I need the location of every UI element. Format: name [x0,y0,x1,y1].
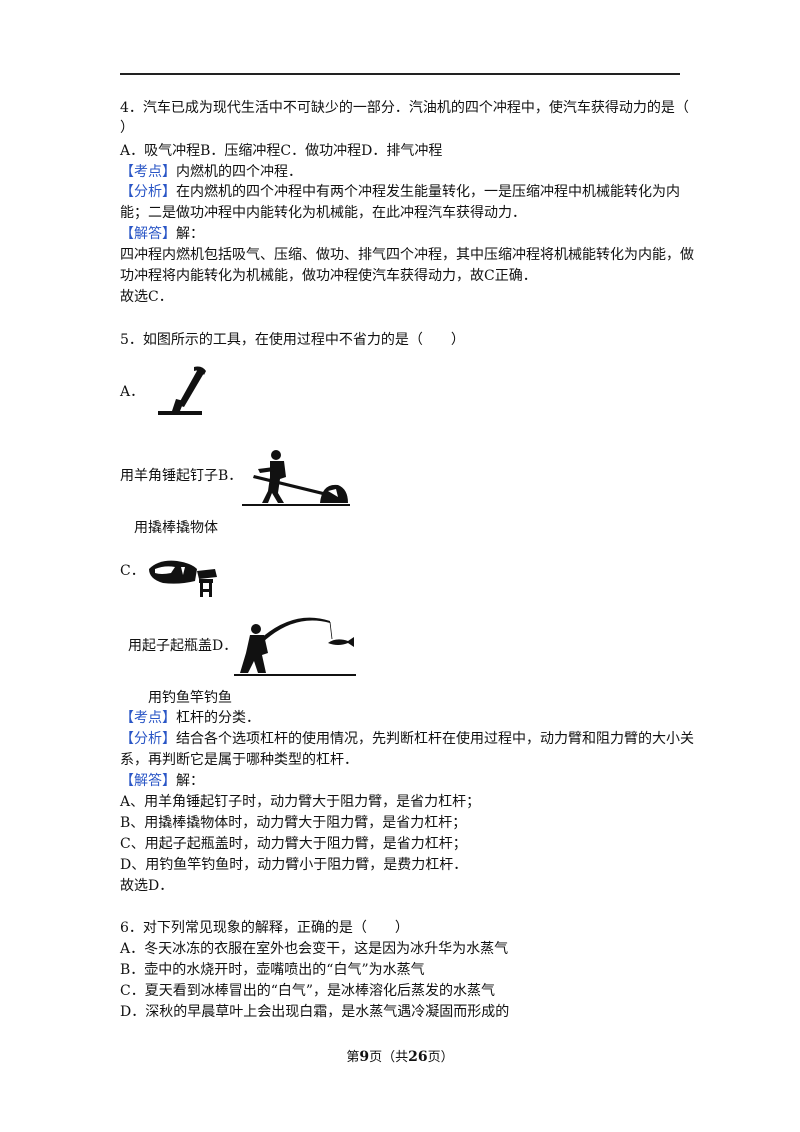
q6-option-d: D．深秋的早晨草叶上会出现白霜，是水蒸气遇冷凝固而形成的 [120,1004,510,1020]
header-rule [120,73,680,75]
hammer-image [158,366,206,415]
fenxi-tag: 【分析】 [120,731,176,747]
q5-option-c-label: C． [120,563,145,579]
q6-option-b: B．壶中的水烧开时，壶嘴喷出的“白气”为水蒸气 [120,962,425,978]
crowbar-image [242,450,350,506]
kaodian-tag: 【考点】 [120,710,176,726]
footer-mid: 页（共 [369,1050,409,1065]
footer-prefix: 第 [346,1050,360,1065]
q5-d-caption: 用钓鱼竿钓鱼 [148,690,232,706]
q5-jieda: 【解答】解： [120,771,204,791]
page-footer: 第9页（共26页） [0,1046,800,1065]
fenxi-text: 结合各个选项杠杆的使用情况，先判断杠杆在使用过程中，动力臂和阻力臂的大小关 [176,731,694,747]
jieda-text: 解： [176,226,204,242]
page-total: 26 [408,1049,428,1065]
q5-answer-d: D、用钓鱼竿钓鱼时，动力臂小于阻力臂，是费力杠杆． [120,857,468,873]
q4-fenxi-line2: 能；二是做功冲程中内能转化为机械能，在此冲程汽车获得动力． [120,205,526,221]
q4-answer-line1: 四冲程内燃机包括吸气、压缩、做功、排气四个冲程，其中压缩冲程将机械能转化为内能，… [120,247,694,263]
fenxi-tag: 【分析】 [120,184,176,200]
q4-options: A．吸气冲程B．压缩冲程C．做功冲程D．排气冲程 [120,143,443,159]
page-number: 9 [359,1049,370,1065]
kaodian-text: 杠杆的分类． [176,710,260,726]
jieda-text: 解： [176,773,204,789]
kaodian-text: 内燃机的四个冲程． [176,164,302,180]
q5-answer-end: 故选D． [120,878,174,894]
q5-c-caption-d-label: 用起子起瓶盖D． [128,638,238,654]
q5-fenxi-line1: 【分析】结合各个选项杠杆的使用情况，先判断杠杆在使用过程中，动力臂和阻力臂的大小… [120,729,694,749]
q5-kaodian: 【考点】杠杆的分类． [120,708,260,728]
kaodian-tag: 【考点】 [120,164,176,180]
q6-option-c: C．夏天看到冰棒冒出的“白气”，是冰棒溶化后蒸发的水蒸气 [120,983,496,999]
jieda-tag: 【解答】 [120,773,176,789]
q5-option-a-label: A． [120,384,145,400]
q5-stem: 5．如图所示的工具，在使用过程中不省力的是（ ） [120,332,465,348]
q4-jieda: 【解答】解： [120,224,204,244]
fenxi-text: 在内燃机的四个冲程中有两个冲程发生能量转化，一是压缩冲程中机械能转化为内 [176,184,680,200]
q5-answer-c: C、用起子起瓶盖时，动力臂大于阻力臂，是省力杠杆； [120,836,467,852]
q4-answer-line2: 功冲程将内能转化为机械能，做功冲程使汽车获得动力，故C正确． [120,268,537,284]
q5-b-caption: 用撬棒撬物体 [134,520,218,536]
q4-answer-line3: 故选C． [120,289,173,305]
q6-option-a: A．冬天冰冻的衣服在室外也会变干，这是因为冰升华为水蒸气 [120,941,509,957]
jieda-tag: 【解答】 [120,226,176,242]
q5-answer-a: A、用羊角锤起钉子时，动力臂大于阻力臂，是省力杠杆； [120,794,481,810]
q4-fenxi-line1: 【分析】在内燃机的四个冲程中有两个冲程发生能量转化，一是压缩冲程中机械能转化为内 [120,182,680,202]
footer-suffix: 页） [427,1050,454,1065]
q5-answer-b: B、用撬棒撬物体时，动力臂大于阻力臂，是省力杠杆； [120,815,467,831]
q4-kaodian: 【考点】内燃机的四个冲程． [120,162,302,182]
q5-a-caption-b-label: 用羊角锤起钉子B． [120,468,243,484]
q5-fenxi-line2: 系，再判断它是属于哪种类型的杠杆． [120,752,358,768]
bottle-opener-image [149,560,217,597]
fishing-rod-image [234,617,356,676]
q4-stem-line2: ） [120,120,134,136]
q6-stem: 6．对下列常见现象的解释，正确的是（ ） [120,920,409,936]
q4-stem-line1: 4．汽车已成为现代生活中不可缺少的一部分．汽油机的四个冲程中，使汽车获得动力的是… [120,100,689,116]
